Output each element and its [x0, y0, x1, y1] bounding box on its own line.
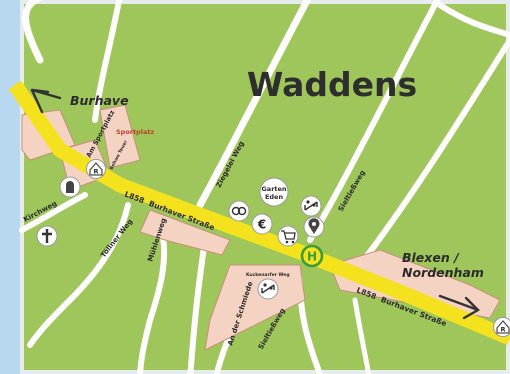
recycling-icon-east-letter: R — [500, 326, 505, 334]
bus-stop-icon: H — [300, 244, 324, 268]
road-north — [92, 0, 123, 123]
direction-blexen-line1: Blexen / — [402, 250, 460, 265]
built-area-east — [329, 249, 501, 319]
garten-eden-place: Garten Eden — [259, 177, 289, 207]
map-frame — [20, 0, 510, 374]
built-area-sportplatz — [99, 104, 141, 169]
water-strip — [0, 0, 22, 374]
direction-burhave-label: Burhave — [70, 93, 129, 108]
recycling-icon-letter: R — [93, 168, 98, 176]
cemetery-icon — [59, 176, 81, 198]
direction-blexen-line2: Nordenham — [402, 265, 484, 280]
euro-icon-symbol: € — [257, 218, 266, 232]
garten-eden-line1: Garten — [261, 185, 286, 193]
road-east — [357, 37, 510, 268]
built-area-central — [139, 209, 231, 256]
street-small-bottom: Kuckenarfer Weg — [246, 272, 290, 278]
bus-stop-letter: H — [307, 250, 317, 264]
arrow-east-icon — [438, 294, 480, 320]
road-muehlenweg-lower — [187, 237, 208, 374]
built-area-south — [204, 264, 306, 351]
road-south-east — [352, 297, 372, 374]
shopping-cart-icon — [277, 225, 299, 247]
recycling-icon-east: R — [493, 317, 510, 337]
town-name: Waddens — [247, 65, 417, 104]
road-northeast — [437, 2, 510, 38]
road-muehlenweg — [137, 222, 168, 374]
road-kirchweg — [19, 192, 88, 233]
euro-icon: € — [251, 213, 273, 235]
road-ziegelei — [196, 0, 312, 209]
spiral-icon — [228, 200, 250, 222]
road-northwest — [22, 0, 44, 64]
road-sielstrassweg — [307, 0, 441, 243]
church-icon — [36, 225, 58, 247]
road-toellner — [27, 202, 131, 348]
arrow-northwest-icon — [30, 88, 62, 114]
garten-eden-line2: Eden — [265, 193, 284, 201]
location-pin-icon — [303, 216, 325, 238]
main-road-l858 — [8, 80, 510, 345]
street-sportplatz: Sportplatz — [116, 128, 154, 136]
playground-icon — [300, 195, 322, 217]
direction-blexen: Blexen / Nordenham — [402, 250, 484, 320]
playground-icon-south — [257, 278, 279, 300]
recycling-icon: R — [86, 159, 106, 179]
direction-burhave: Burhave — [30, 88, 129, 114]
